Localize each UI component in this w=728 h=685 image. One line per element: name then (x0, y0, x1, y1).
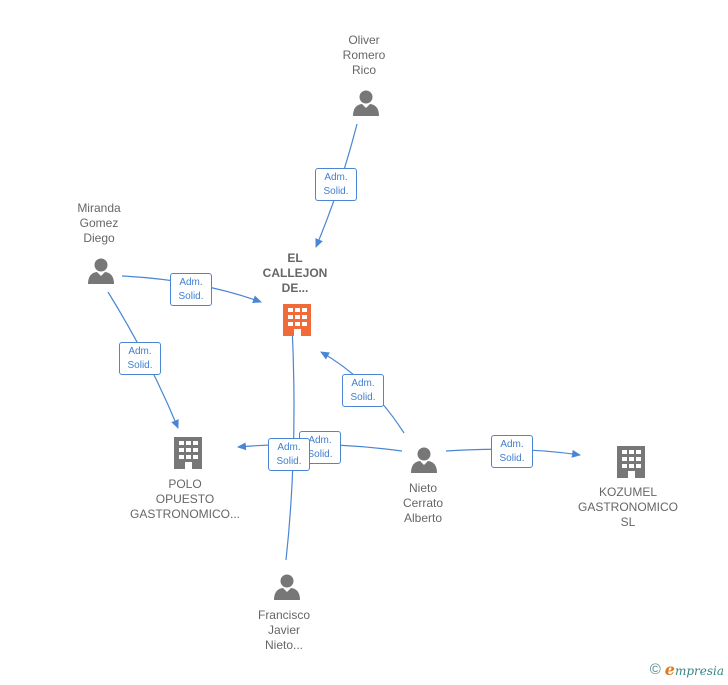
edge-label-miranda-center: Adm. Solid. (170, 273, 212, 306)
copyright-symbol: © (649, 661, 661, 678)
person-icon (88, 258, 114, 284)
brand-logo: empresia (664, 660, 724, 679)
edge-label-miranda-polo: Adm. Solid. (119, 342, 161, 375)
node-label-polo[interactable]: POLO OPUESTO GASTRONOMICO... (129, 477, 240, 521)
node-label-center-company[interactable]: EL CALLEJON DE... (262, 251, 328, 295)
edge-label-oliver-center: Adm. Solid. (315, 168, 357, 201)
building-icon (174, 437, 202, 469)
node-label-miranda[interactable]: Miranda Gomez Diego (77, 201, 121, 245)
edge-label-francisco-center: Adm. Solid. (268, 438, 310, 471)
node-label-oliver[interactable]: Oliver Romero Rico (342, 33, 386, 77)
edge-label-nieto-center: Adm. Solid. (342, 374, 384, 407)
brand-footer: © empresia (650, 660, 724, 679)
person-icon (274, 574, 300, 600)
edge-label-nieto-kozumel: Adm. Solid. (491, 435, 533, 468)
building-icon (617, 446, 645, 478)
building-icon (283, 304, 311, 336)
node-label-francisco[interactable]: Francisco Javier Nieto... (257, 608, 310, 652)
person-icon (411, 447, 437, 473)
node-label-kozumel[interactable]: KOZUMEL GASTRONOMICO SL (577, 485, 678, 529)
person-icon (353, 90, 379, 116)
node-label-nieto[interactable]: Nieto Cerrato Alberto (402, 481, 443, 525)
